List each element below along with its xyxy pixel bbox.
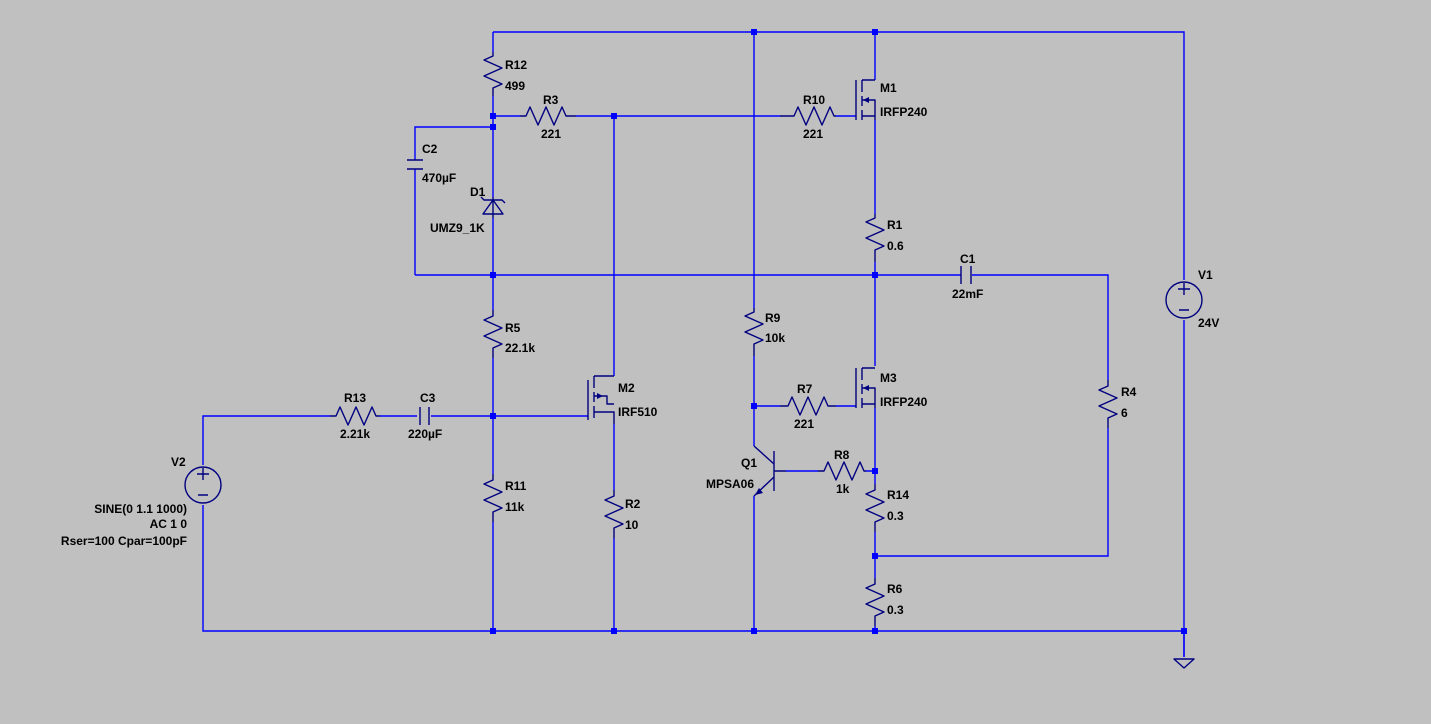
mosfet-m3[interactable]: M3 IRFP240 (855, 367, 928, 409)
m3-value: IRFP240 (880, 395, 928, 409)
r13-value: 2.21k (340, 427, 370, 441)
resistor-r3[interactable]: R3 221 (520, 93, 576, 141)
r6-value: 0.3 (887, 603, 904, 617)
resistor-r6[interactable]: R6 0.3 (865, 578, 904, 626)
r7-value: 221 (794, 417, 814, 431)
r3-value: 221 (541, 127, 561, 141)
mosfet-m1[interactable]: M1 IRFP240 (855, 79, 928, 120)
m1-name: M1 (880, 81, 897, 95)
resistor-r2[interactable]: R2 10 (604, 490, 641, 538)
voltage-source-v2[interactable]: V2 SINE(0 1.1 1000) AC 1 0 Rser=100 Cpar… (61, 455, 222, 548)
r12-name: R12 (505, 58, 527, 72)
r1-name: R1 (887, 218, 903, 232)
r2-value: 10 (625, 518, 639, 532)
r3-name: R3 (543, 93, 559, 107)
d1-value: UMZ9_1K (430, 221, 485, 235)
r8-name: R8 (834, 448, 850, 462)
mosfet-m2[interactable]: M2 IRF510 (587, 375, 658, 424)
capacitor-c1[interactable]: C1 22mF (952, 252, 983, 301)
m2-value: IRF510 (618, 405, 658, 419)
c2-value: 470µF (422, 171, 456, 185)
junctions (490, 29, 1187, 634)
r4-name: R4 (1121, 385, 1137, 399)
r5-value: 22.1k (505, 341, 535, 355)
q1-value: MPSA06 (706, 477, 754, 491)
r4-value: 6 (1121, 406, 1128, 420)
bjt-q1[interactable]: Q1 MPSA06 (706, 445, 786, 497)
r11-value: 11k (505, 500, 525, 514)
d1-name: D1 (470, 185, 486, 199)
resistor-r9[interactable]: R9 10k (744, 308, 785, 356)
wires (202, 31, 1185, 657)
r6-name: R6 (887, 582, 903, 596)
v2-name: V2 (171, 455, 186, 469)
v2-spec-line3: Rser=100 Cpar=100pF (61, 534, 187, 548)
r8-value: 1k (836, 482, 850, 496)
resistor-r12[interactable]: R12 499 (483, 52, 527, 96)
c3-name: C3 (420, 391, 436, 405)
m1-value: IRFP240 (880, 105, 928, 119)
c3-value: 220µF (408, 427, 442, 441)
r9-name: R9 (765, 311, 781, 325)
v1-name: V1 (1198, 268, 1213, 282)
resistor-r8[interactable]: R8 1k (818, 448, 866, 496)
v2-spec-line2: AC 1 0 (150, 517, 188, 531)
resistor-r14[interactable]: R14 0.3 (865, 484, 909, 532)
resistor-r4[interactable]: R4 6 (1098, 380, 1137, 428)
v2-spec-line1: SINE(0 1.1 1000) (94, 502, 187, 516)
q1-name: Q1 (741, 456, 757, 470)
capacitor-c3[interactable]: C3 220µF (408, 391, 442, 441)
capacitor-c2[interactable]: C2 470µF (407, 142, 456, 185)
resistor-r7[interactable]: R7 221 (780, 382, 836, 431)
resistor-r11[interactable]: R11 11k (483, 474, 527, 522)
r2-name: R2 (625, 497, 641, 511)
resistor-r10[interactable]: R10 221 (780, 93, 836, 141)
r10-name: R10 (803, 93, 825, 107)
ground-symbol (1173, 631, 1195, 669)
m2-name: M2 (618, 381, 635, 395)
resistor-r1[interactable]: R1 0.6 (865, 214, 904, 262)
r14-value: 0.3 (887, 509, 904, 523)
r1-value: 0.6 (887, 239, 904, 253)
voltage-source-v1[interactable]: V1 24V (1165, 268, 1219, 330)
r7-name: R7 (797, 382, 813, 396)
c1-name: C1 (960, 252, 976, 266)
r14-name: R14 (887, 488, 909, 502)
r12-value: 499 (505, 79, 525, 93)
r10-value: 221 (803, 127, 823, 141)
v1-value: 24V (1198, 316, 1219, 330)
resistor-r13[interactable]: R13 2.21k (330, 391, 380, 441)
c2-name: C2 (422, 142, 438, 156)
r5-name: R5 (505, 321, 521, 335)
resistor-r5[interactable]: R5 22.1k (483, 310, 535, 358)
r13-name: R13 (344, 391, 366, 405)
r11-name: R11 (505, 479, 527, 493)
c1-value: 22mF (952, 287, 983, 301)
m3-name: M3 (880, 371, 897, 385)
r9-value: 10k (765, 331, 785, 345)
zener-diode-d1[interactable]: D1 UMZ9_1K (430, 185, 506, 235)
